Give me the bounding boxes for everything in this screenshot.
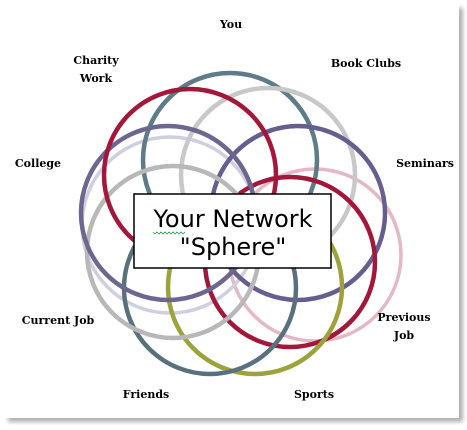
label-charity-work-line1: Charity [73, 54, 119, 67]
label-seminars: Seminars [396, 157, 454, 170]
label-you: You [219, 18, 242, 31]
label-college: College [15, 157, 61, 170]
center-label-line1: Your Network [152, 205, 312, 233]
label-previous-job-line2: Job [393, 329, 415, 342]
label-friends: Friends [123, 388, 169, 401]
labels-group: You Book Clubs Seminars Previous Job Spo… [15, 18, 454, 401]
label-previous-job-line1: Previous [377, 311, 430, 324]
center-box [133, 193, 332, 269]
label-sports: Sports [294, 388, 334, 401]
label-charity-work-line2: Work [79, 72, 113, 85]
center-label-line2: "Sphere" [180, 233, 287, 261]
label-current-job: Current Job [22, 314, 95, 327]
spellcheck-squiggle [152, 231, 186, 235]
label-book-clubs: Book Clubs [331, 57, 401, 70]
